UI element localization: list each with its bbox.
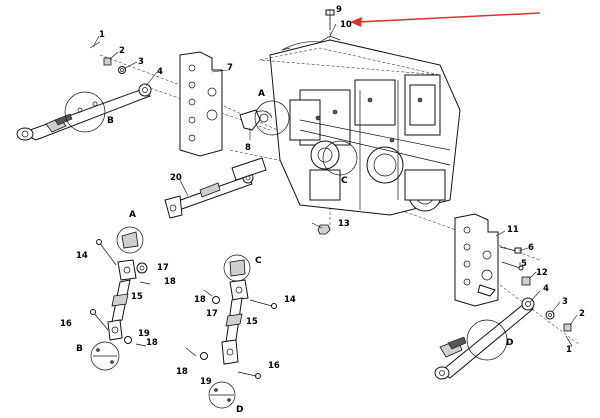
label-18-left-b: 18 bbox=[146, 338, 158, 348]
label-19-mid: 19 bbox=[200, 377, 212, 387]
nut-2-r bbox=[563, 323, 572, 332]
callout-d-link: D bbox=[236, 405, 243, 415]
pin-18-left-b bbox=[135, 343, 147, 347]
label-4-r: 4 bbox=[543, 284, 549, 294]
label-12: 12 bbox=[536, 268, 548, 278]
detail-circle-b-link bbox=[90, 341, 120, 371]
label-3-r: 3 bbox=[562, 297, 568, 307]
label-14-left: 14 bbox=[76, 251, 88, 261]
detail-circle-a-link bbox=[116, 226, 144, 254]
detail-circle-c-top bbox=[322, 140, 358, 176]
bolt-6 bbox=[499, 246, 522, 254]
washer-17-mid bbox=[212, 296, 220, 304]
label-20: 20 bbox=[170, 173, 182, 183]
bracket-7 bbox=[179, 51, 223, 157]
part-labels: 1 2 3 4 7 8 9 10 11 12 13 20 6 5 4 3 2 1… bbox=[60, 5, 585, 387]
label-16-left: 16 bbox=[60, 319, 72, 329]
label-18-left: 18 bbox=[164, 277, 176, 287]
label-9: 9 bbox=[336, 5, 342, 15]
callout-a-top: A bbox=[258, 89, 265, 99]
washer-3-tl bbox=[118, 66, 126, 74]
callout-a-link: A bbox=[129, 210, 136, 220]
label-5-r: 5 bbox=[521, 259, 527, 269]
label-1-tl: 1 bbox=[99, 30, 105, 40]
label-18-mid-b: 18 bbox=[176, 367, 188, 377]
label-14-mid: 14 bbox=[284, 295, 296, 305]
label-17-mid: 17 bbox=[206, 309, 218, 319]
callout-b-tl: B bbox=[107, 116, 114, 126]
label-18-mid-top: 18 bbox=[194, 295, 206, 305]
callout-b-link: B bbox=[76, 344, 83, 354]
stabilizer-left bbox=[107, 259, 137, 341]
label-19-left: 19 bbox=[138, 329, 150, 339]
nut-12 bbox=[521, 276, 531, 286]
washer-19-mid bbox=[200, 352, 208, 360]
red-arrow bbox=[350, 12, 541, 27]
callout-c-top: C bbox=[341, 176, 348, 186]
leader-lines bbox=[92, 9, 578, 347]
lower-link-right bbox=[434, 297, 535, 380]
washer-19-left bbox=[124, 336, 132, 344]
label-4-tl: 4 bbox=[157, 67, 163, 77]
detail-circle-b-tl bbox=[64, 91, 106, 133]
lower-link-left bbox=[16, 83, 152, 141]
pin-14-left bbox=[96, 239, 117, 266]
label-11: 11 bbox=[507, 225, 519, 235]
callout-d-r: D bbox=[506, 338, 513, 348]
label-17-left: 17 bbox=[157, 263, 169, 273]
nut-13 bbox=[317, 224, 331, 235]
pin-1-tl bbox=[89, 41, 101, 49]
label-15-left: 15 bbox=[131, 292, 143, 302]
pin-18-left bbox=[139, 281, 151, 285]
bracket-11 bbox=[454, 213, 499, 307]
label-13: 13 bbox=[338, 219, 350, 229]
label-7: 7 bbox=[227, 63, 233, 73]
label-2-tl: 2 bbox=[119, 46, 125, 56]
detail-circle-d-link bbox=[208, 381, 236, 409]
label-10: 10 bbox=[340, 20, 352, 30]
label-2-r: 2 bbox=[579, 309, 585, 319]
transmission-housing bbox=[259, 39, 461, 216]
label-15-mid: 15 bbox=[246, 317, 258, 327]
washer-17-left bbox=[136, 262, 148, 274]
pin-1-r bbox=[565, 335, 573, 347]
spring-wire-10 bbox=[281, 35, 341, 51]
label-16-mid: 16 bbox=[268, 361, 280, 371]
detail-circle-a-top bbox=[254, 100, 290, 136]
washer-3-r bbox=[545, 310, 555, 320]
label-6-r: 6 bbox=[528, 243, 534, 253]
stabilizer-mid bbox=[221, 279, 249, 365]
callout-letters: A C B D A B C D bbox=[76, 89, 513, 415]
detail-circle-c-link bbox=[223, 254, 251, 282]
pin-14-mid bbox=[249, 299, 277, 309]
callout-c-link: C bbox=[255, 256, 262, 266]
pin-16-left bbox=[90, 309, 109, 331]
top-link-20 bbox=[164, 157, 267, 219]
pin-18-mid-b bbox=[185, 347, 197, 357]
detail-circle-d-r bbox=[466, 319, 508, 361]
pin-16-mid bbox=[237, 371, 261, 379]
nut-2-tl bbox=[103, 57, 112, 66]
pin-18-mid-top bbox=[203, 289, 213, 297]
label-1-r: 1 bbox=[566, 345, 572, 355]
label-8: 8 bbox=[245, 143, 251, 153]
label-3-tl: 3 bbox=[138, 57, 144, 67]
